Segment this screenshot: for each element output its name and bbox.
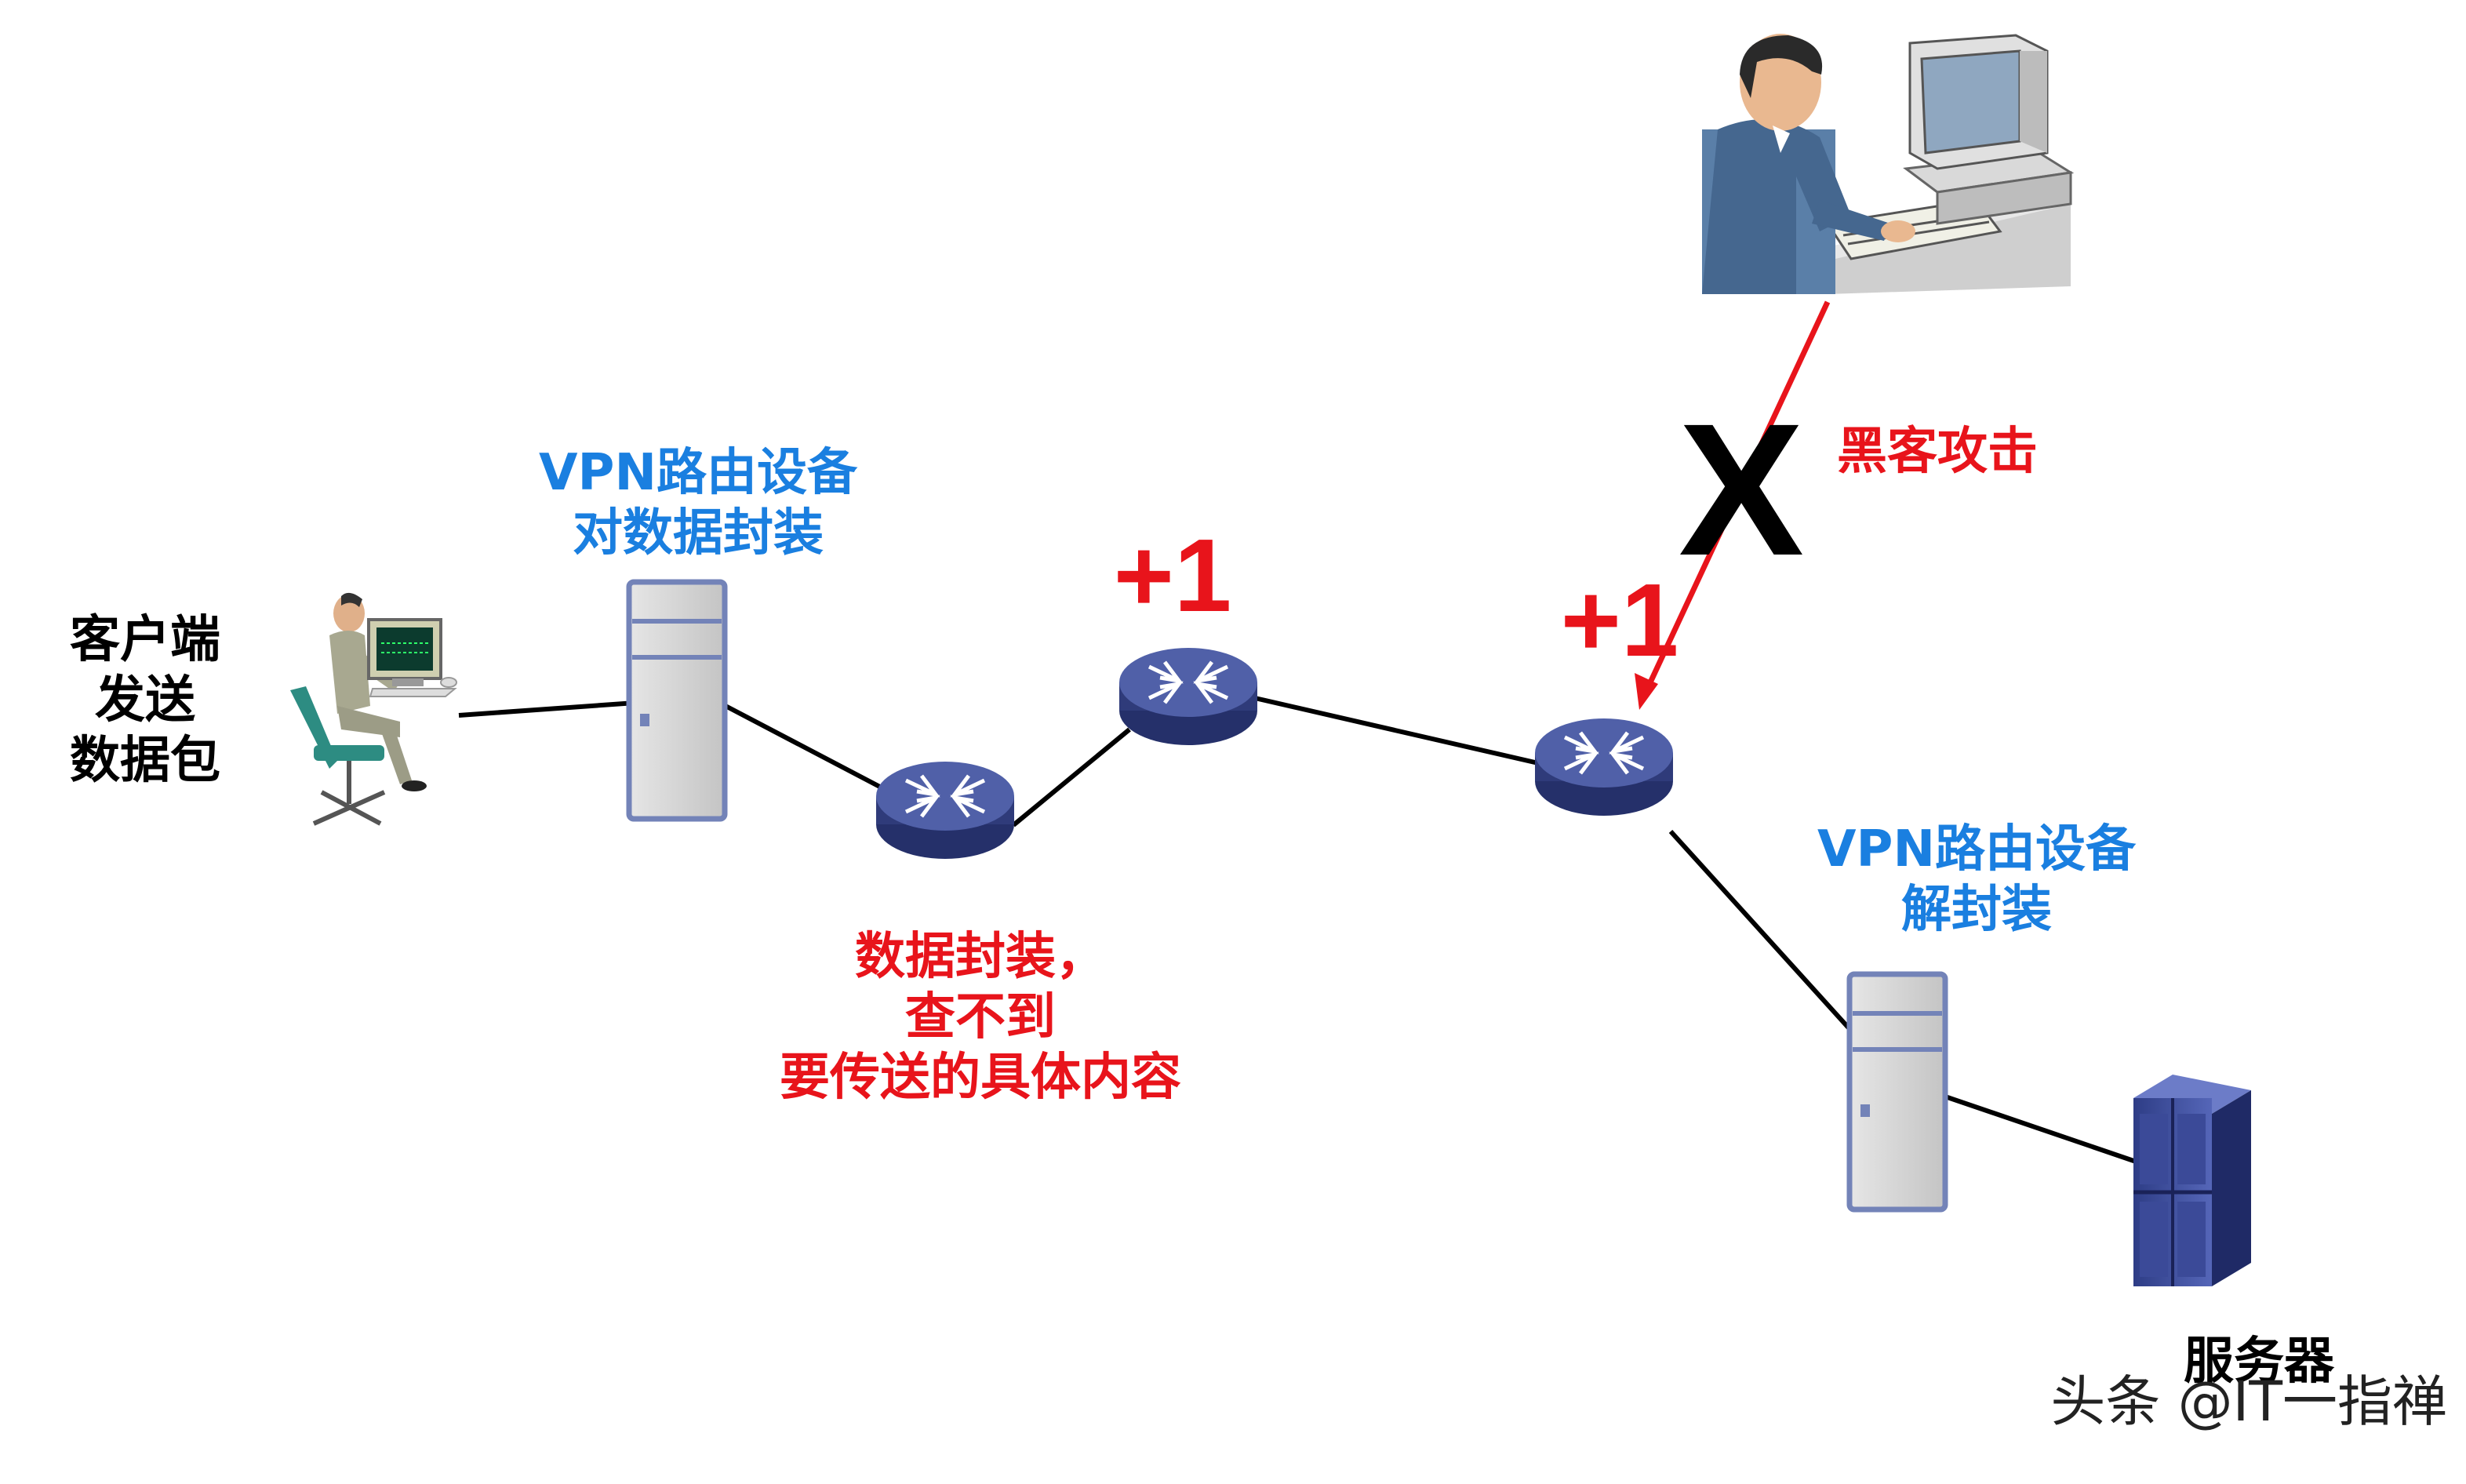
link-vpn1-router1 <box>724 704 892 795</box>
server-label: 服务器 <box>2184 1333 2334 1391</box>
router-icon <box>1535 718 1673 816</box>
server-rack-icon <box>2133 1075 2251 1286</box>
link-router3-vpn2 <box>1668 829 1861 1042</box>
hop-counter-label: +1 <box>1113 518 1232 633</box>
router-icon <box>876 762 1014 859</box>
link-router1-router2 <box>1012 727 1131 827</box>
tower-server-icon <box>626 579 728 822</box>
hacker-attack-label: 黑客攻击 <box>1837 423 2038 481</box>
link-vpn2-server <box>1944 1094 2146 1167</box>
hop-counter-label: +1 <box>1560 562 1679 678</box>
tower-server-icon <box>1846 971 1948 1213</box>
link-client-vpn1 <box>458 700 636 718</box>
attack-arrow <box>1635 300 1831 710</box>
link-router2-router3 <box>1254 696 1546 767</box>
vpn-decap-label: VPN路由设备 解封装 <box>1817 820 2136 939</box>
router-icon <box>1119 648 1257 745</box>
client-label: 客户端 发送 数据包 <box>70 611 220 790</box>
network-links <box>458 696 2146 1167</box>
person-at-computer-icon <box>290 592 457 826</box>
person-at-workstation-icon <box>1702 34 2075 294</box>
blocked-x-mark: X <box>1678 384 1805 595</box>
watermark: 头条 @IT一指禅 <box>2050 1369 2447 1434</box>
vpn-encap-label: VPN路由设备 对数据封装 <box>539 444 857 562</box>
encap-note-label: 数据封装， 查不到 要传送的具体内容 <box>780 928 1181 1107</box>
